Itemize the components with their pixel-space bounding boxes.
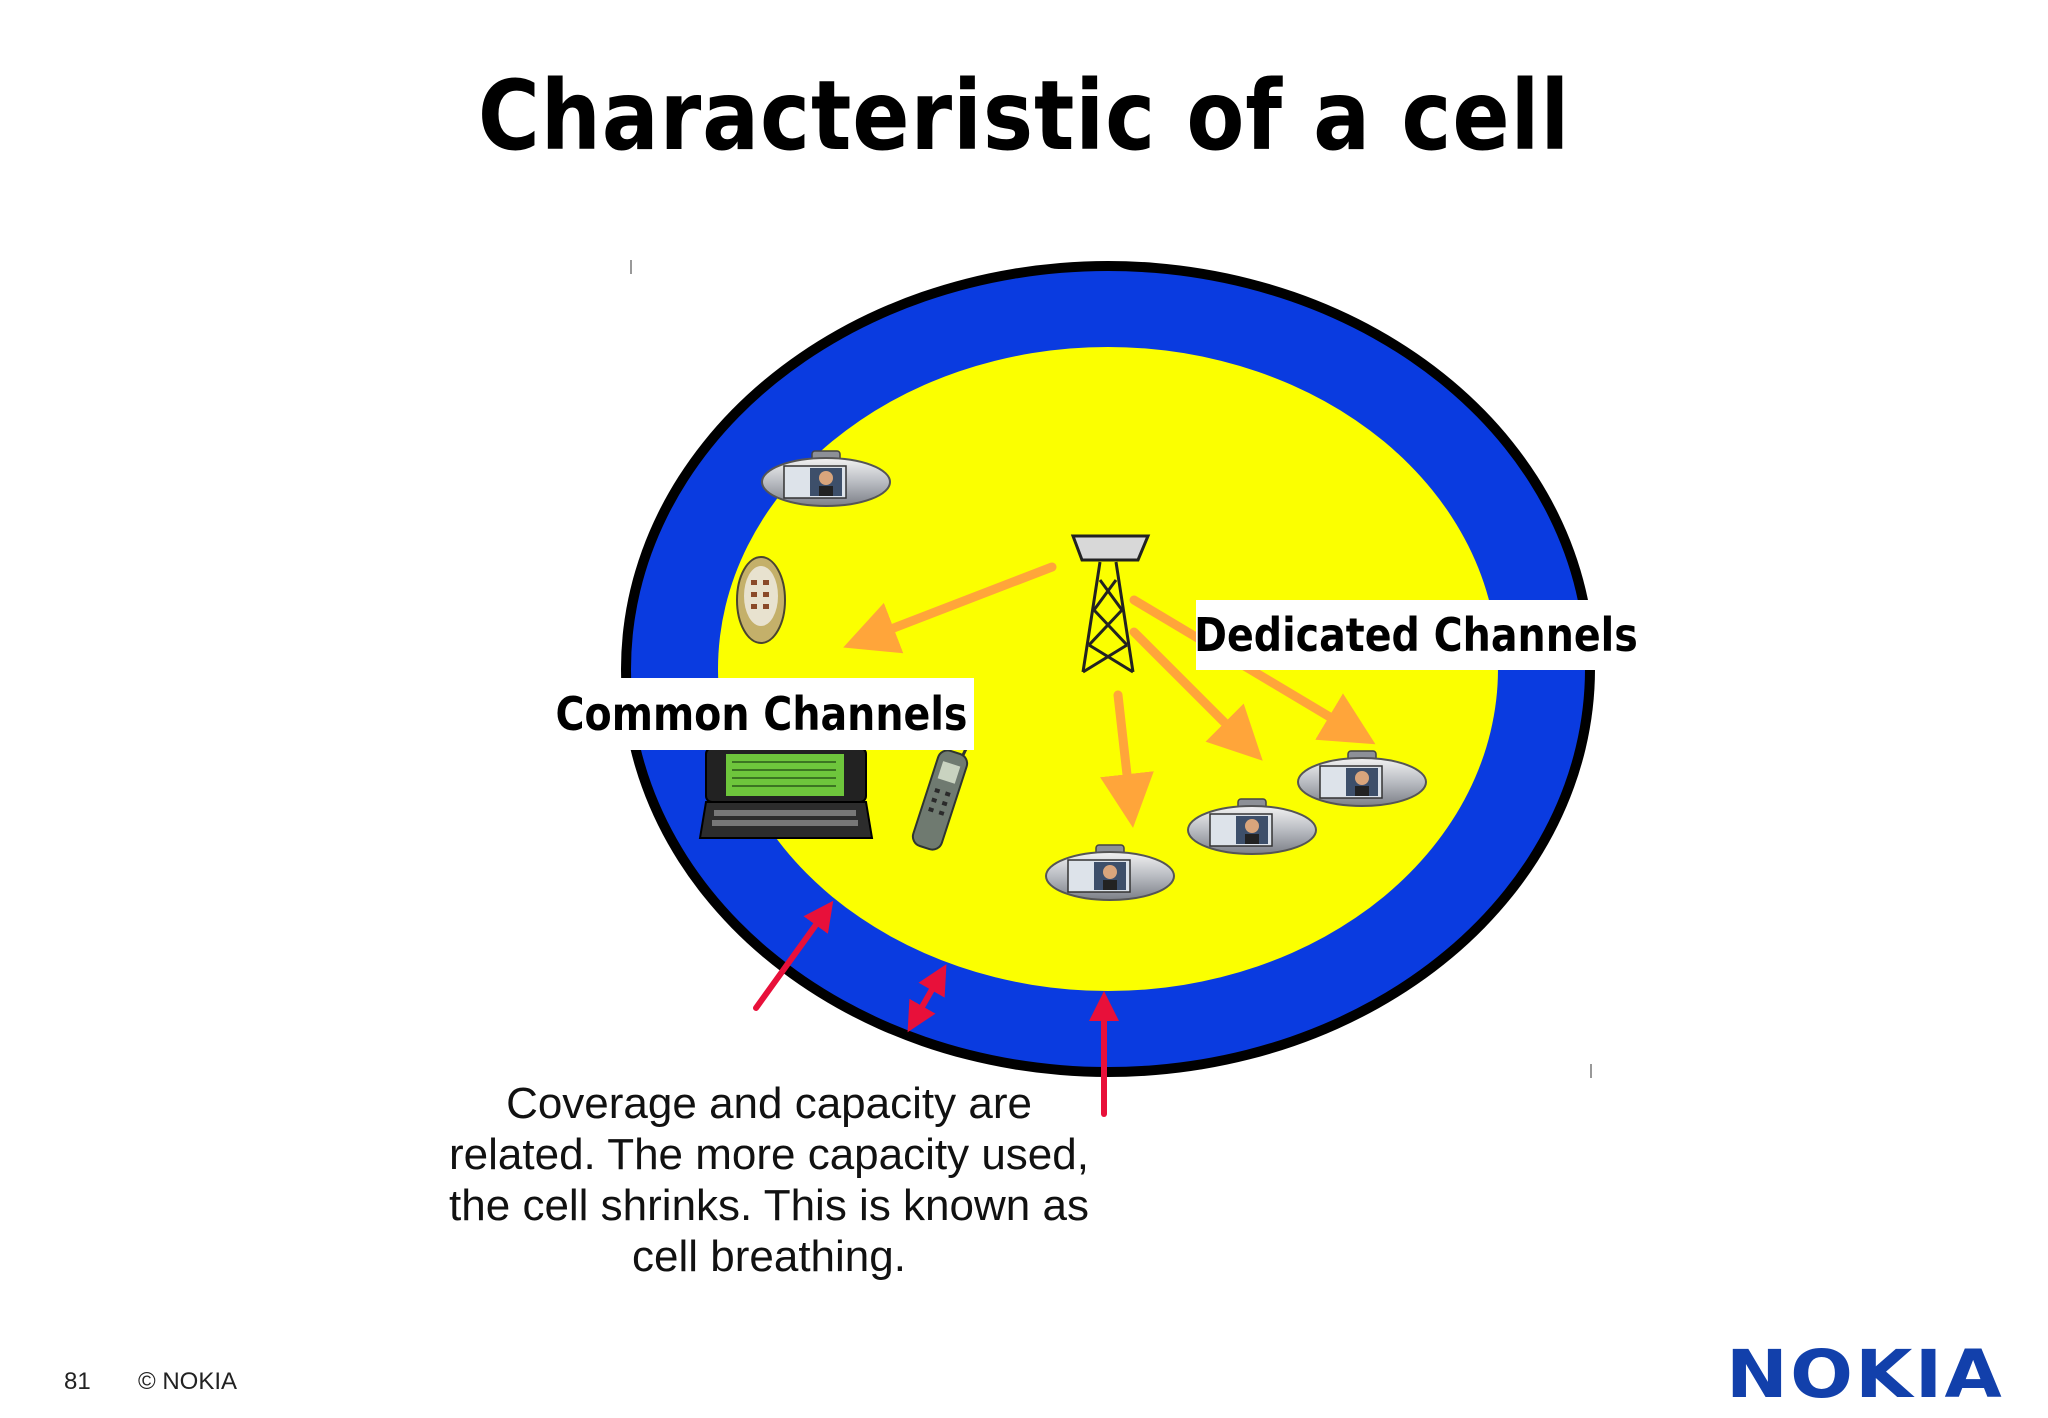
breathing-arrow: [753, 900, 834, 1011]
slide-title: Characteristic of a cell: [477, 60, 1571, 172]
common-channels-label: Common Channels: [548, 678, 974, 750]
page-number: 81: [64, 1368, 91, 1395]
caption-line: cell breathing.: [632, 1232, 906, 1281]
copyright-notice: © NOKIA: [138, 1368, 238, 1395]
video-phone-icon: [761, 450, 891, 507]
caption-line: Coverage and capacity are: [506, 1079, 1032, 1128]
caption-line: related. The more capacity used,: [449, 1130, 1089, 1179]
communicator-icon: [698, 747, 874, 839]
dedicated-channel-arrow: [1129, 627, 1263, 761]
common-channel-arrow: [843, 562, 1057, 654]
dedicated-channels-label: Dedicated Channels: [1194, 600, 1638, 670]
video-phone-icon: [1045, 844, 1175, 901]
pda-phone-icon: [736, 556, 786, 644]
dedicated-channel-arrow: [1100, 690, 1154, 828]
caption-line: the cell shrinks. This is known as: [449, 1181, 1089, 1230]
breathing-arrow: [907, 964, 947, 1033]
common-channels-text: Common Channels: [555, 687, 967, 741]
video-phone-icon: [1297, 750, 1427, 807]
dedicated-channels-text: Dedicated Channels: [1194, 608, 1638, 662]
antenna-tower-icon: [1070, 534, 1151, 674]
video-phone-icon: [1187, 798, 1317, 855]
nokia-logo: NOKIA: [1726, 1336, 2004, 1413]
cell-breathing-caption: Coverage and capacity are related. The m…: [388, 1078, 1150, 1282]
